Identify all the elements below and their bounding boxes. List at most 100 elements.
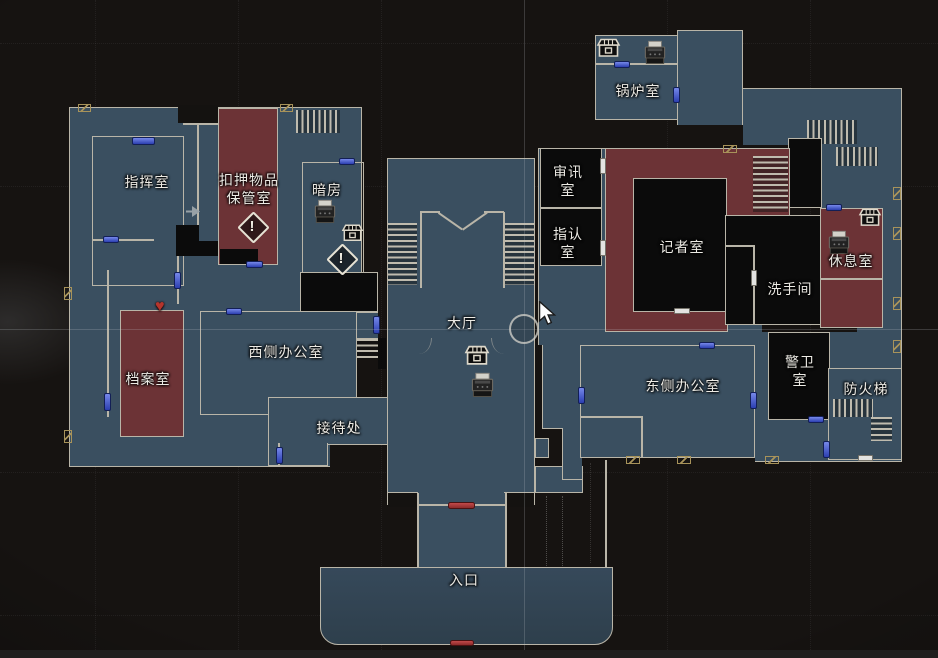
connector-room (535, 438, 549, 458)
door-marker-blue (823, 441, 830, 458)
roof-gap (788, 138, 822, 208)
wall-line (420, 211, 440, 213)
screen-bottom-strip (0, 650, 938, 658)
stairs (505, 223, 534, 285)
door-marker-blue (104, 393, 111, 411)
closet (220, 249, 258, 264)
roof-gap (178, 105, 218, 123)
roof-gap (506, 493, 534, 507)
corridor-west-hall (357, 312, 378, 339)
room-records (120, 310, 184, 437)
window-marker (64, 430, 72, 443)
door-marker-blue (699, 342, 715, 349)
wall-line (484, 211, 504, 213)
room-unexplored-storage (300, 272, 378, 312)
door-marker-blue (132, 137, 155, 145)
wall-line (605, 460, 607, 568)
item-box-icon (341, 223, 364, 243)
door-marker-blue (174, 272, 181, 289)
typewriter-icon (471, 372, 494, 398)
room-press-interior (633, 178, 727, 312)
wall-line (505, 493, 507, 569)
door-marker-red (448, 502, 475, 509)
room-label-break: 休息室 (828, 252, 874, 269)
item-box-icon (858, 207, 882, 228)
stairs (833, 399, 873, 417)
reception-lower (268, 443, 328, 466)
one-way-arrow-icon (186, 206, 201, 217)
wall-line (418, 504, 450, 506)
corridor-boiler (677, 30, 743, 125)
wall-line (473, 504, 506, 506)
room-label-east-office: 东侧办公室 (645, 377, 721, 394)
door-marker-white (600, 240, 606, 256)
unexplored-outline (546, 496, 547, 566)
closet (176, 225, 199, 256)
wall-line (504, 491, 535, 494)
window-marker (78, 104, 91, 112)
mouse-cursor[interactable] (538, 301, 557, 327)
room-label-reception: 接待处 (316, 419, 362, 436)
door-marker-blue (750, 392, 757, 409)
typewriter-icon (644, 40, 666, 65)
window-marker (280, 104, 293, 112)
stairs (871, 417, 892, 441)
door-marker-blue (578, 387, 585, 404)
window-marker (64, 287, 72, 300)
roof-gap (388, 493, 418, 507)
typewriter-icon (828, 230, 850, 255)
window-marker (626, 456, 640, 464)
room-label-boiler: 锅炉室 (615, 82, 661, 99)
room-command (92, 136, 184, 286)
stairs (753, 156, 788, 212)
grid-line (0, 43, 938, 44)
stairs (357, 339, 379, 359)
door-marker-blue (826, 204, 842, 211)
room-label-guard: 警卫室 (785, 353, 815, 388)
room-label-lineup: 指认室 (553, 225, 583, 260)
item-box-icon (596, 37, 621, 59)
window-marker (723, 145, 737, 153)
wall-line (725, 245, 755, 247)
grid-line (381, 0, 382, 658)
room-lineup (540, 208, 602, 266)
door-marker-white (600, 158, 606, 174)
warning-icon: ! (326, 243, 359, 276)
window-marker (677, 456, 691, 464)
unexplored-outline (590, 463, 591, 563)
room-east-office (580, 345, 755, 458)
room-washroom (725, 215, 825, 325)
wall-line (641, 416, 643, 458)
room-label-fire-escape: 防火梯 (843, 380, 889, 397)
crosshair-horizontal (0, 329, 938, 331)
door-marker-blue (103, 236, 119, 243)
window-marker (893, 297, 901, 310)
grid-line (810, 0, 811, 658)
room-label-confiscated: 扣押物品保管室 (219, 171, 279, 206)
wall-line (387, 491, 418, 494)
door-marker-red (450, 640, 474, 646)
room-label-west-office: 西侧办公室 (248, 343, 324, 360)
door-marker-blue (673, 87, 680, 103)
corridor-east-lower (542, 345, 582, 429)
stairs (836, 147, 878, 166)
door-marker-blue (373, 316, 380, 334)
wall-line (595, 63, 680, 65)
room-reception (268, 397, 388, 445)
window-marker (893, 187, 901, 200)
wall-line (580, 416, 642, 418)
heart-icon: ♥ (155, 298, 165, 315)
door-marker-white (751, 270, 757, 286)
room-label-interrogation: 审讯室 (553, 163, 583, 198)
item-box-icon (464, 344, 490, 367)
wall-line (820, 278, 883, 280)
room-break (820, 208, 883, 328)
corridor-east-lower2 (562, 428, 582, 480)
wall-line (107, 270, 109, 417)
window-marker (765, 456, 779, 464)
wall-line (197, 124, 199, 255)
door-marker-blue (226, 308, 242, 315)
door-marker-blue (614, 61, 630, 68)
door-marker-blue (808, 416, 824, 423)
